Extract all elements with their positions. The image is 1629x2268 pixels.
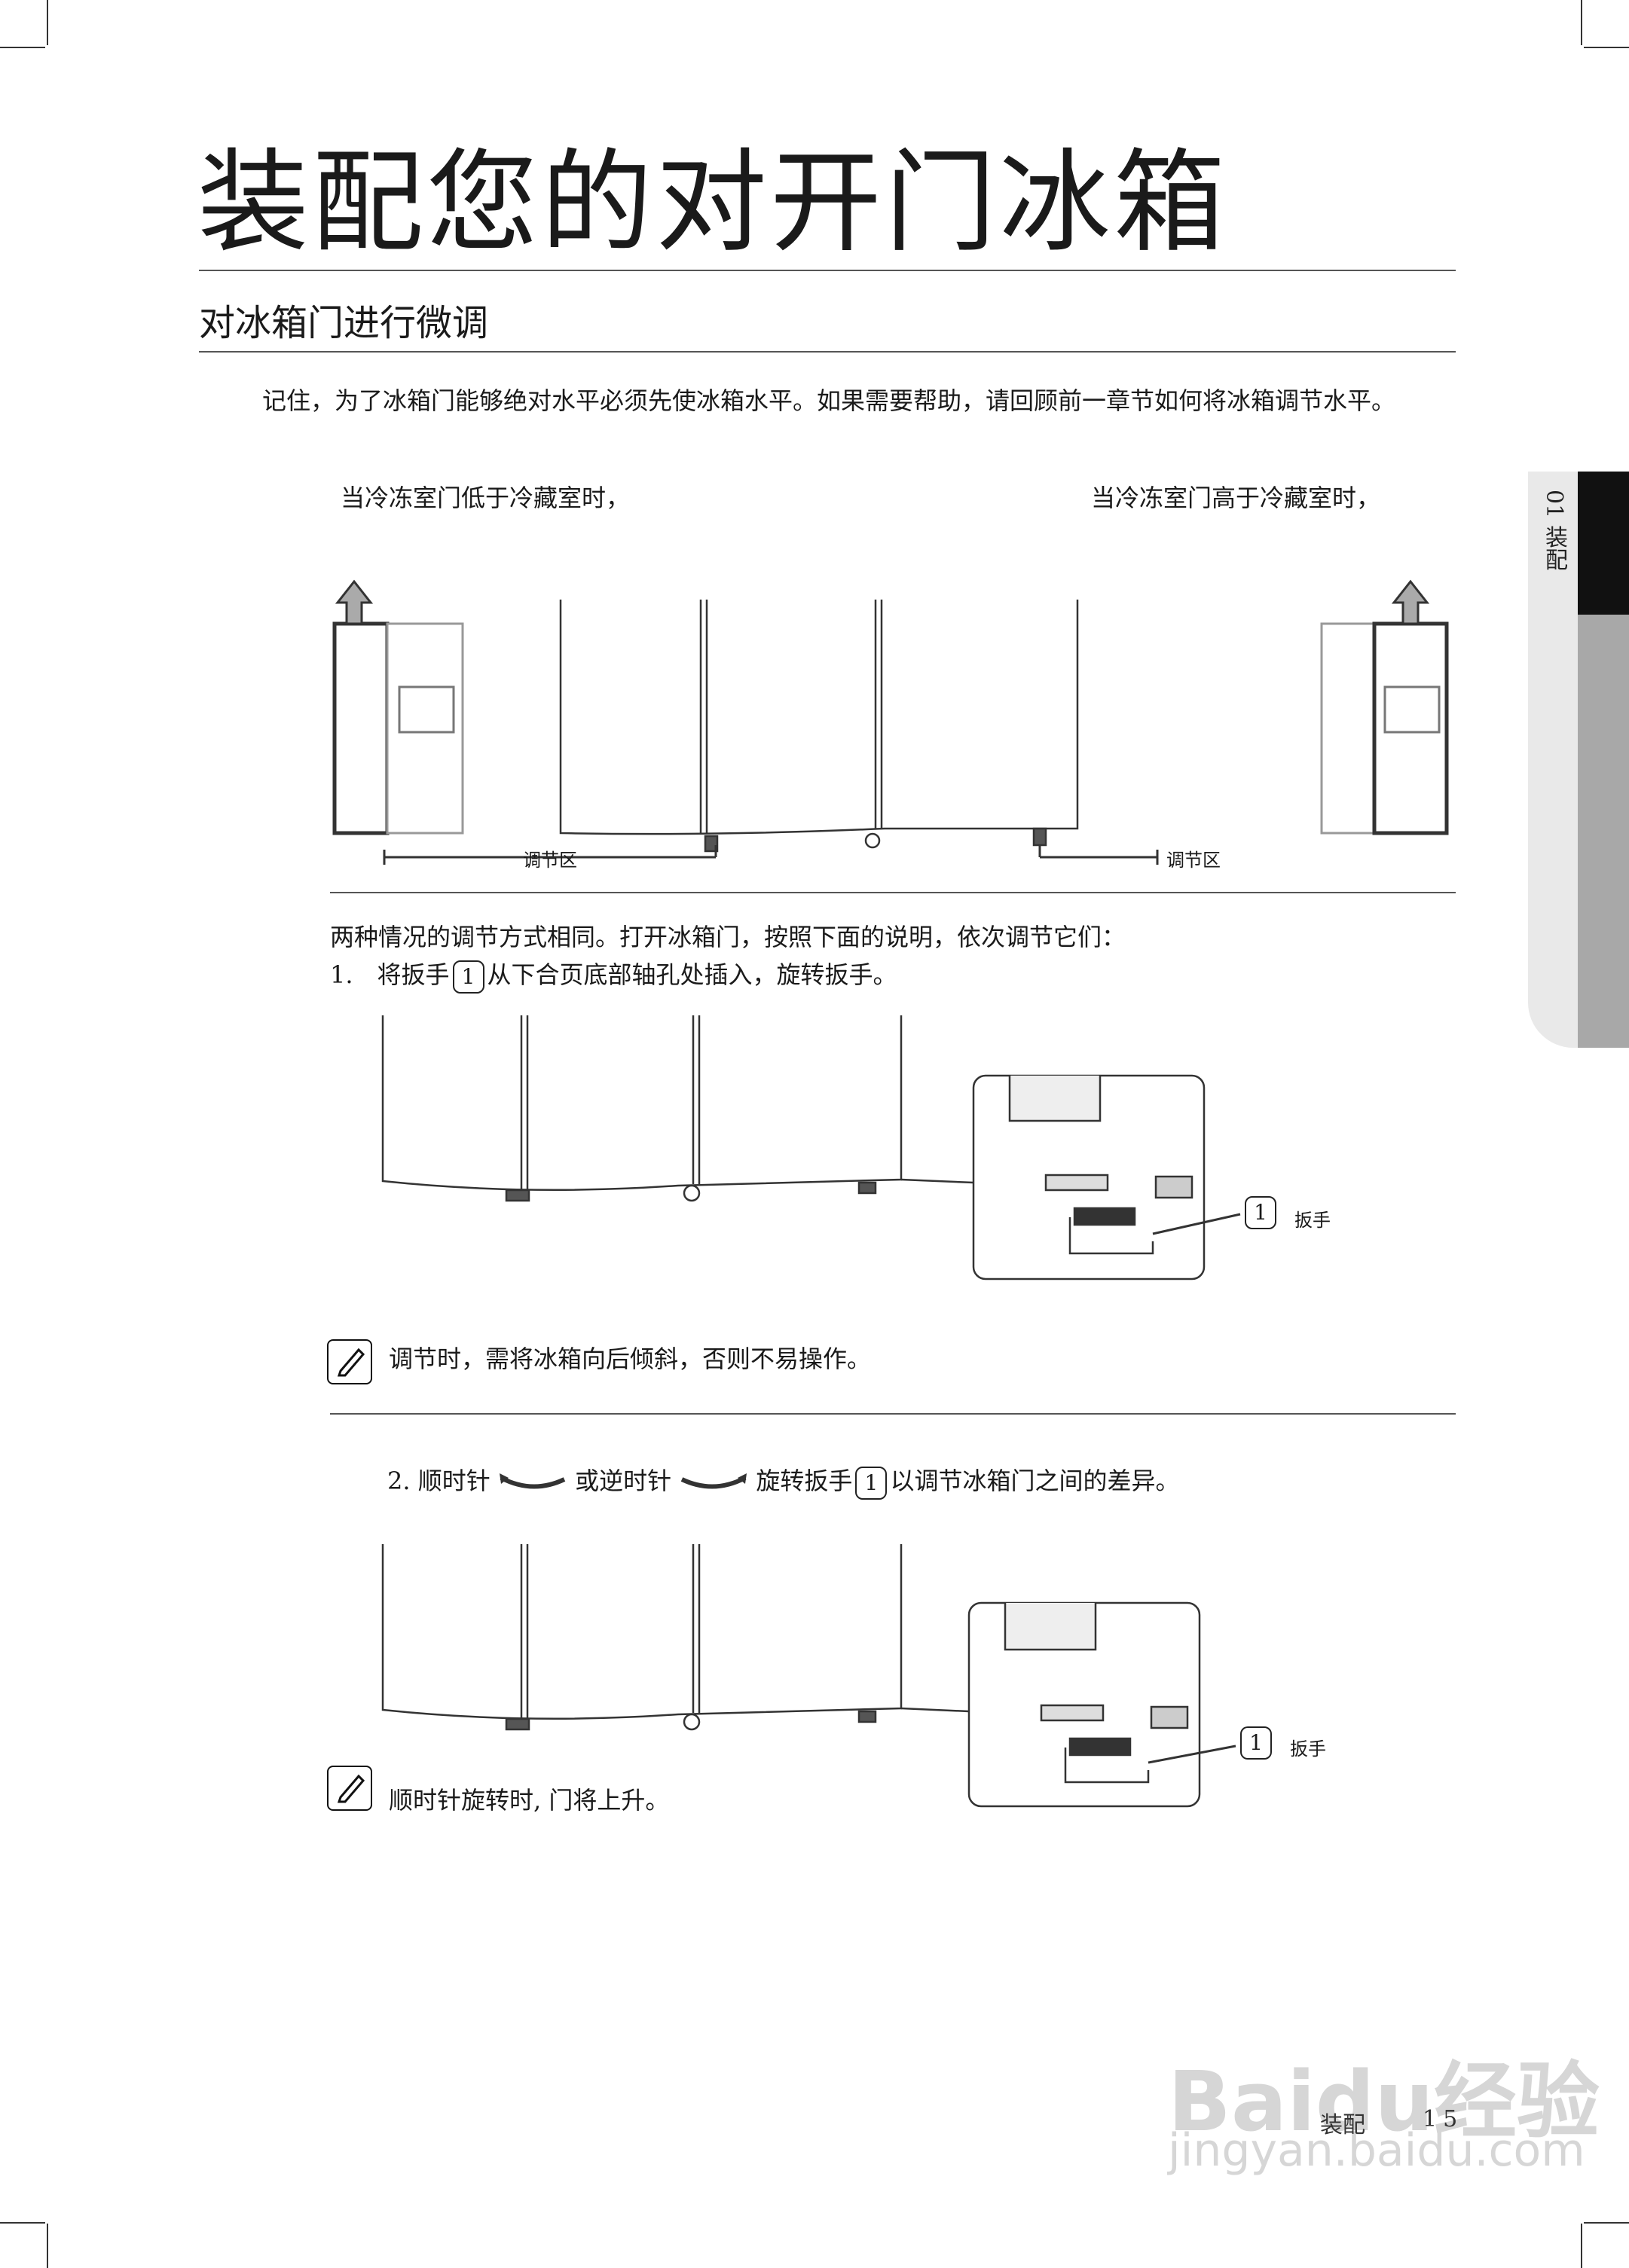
page-title: 装配您的对开门冰箱 <box>197 138 1228 267</box>
zoom-detail-box <box>900 1601 1201 1808</box>
note-icon <box>327 1766 372 1811</box>
zone-label-right: 调节区 <box>1166 850 1221 871</box>
crop-mark <box>1584 2222 1629 2224</box>
wrench-number-badge: 1 <box>855 1466 888 1500</box>
zone-indicator-left <box>383 845 717 865</box>
side-tab-grey-bar <box>1578 615 1629 1048</box>
wrench-callout-label: 扳手 <box>1294 1210 1331 1231</box>
crop-mark <box>1584 47 1629 48</box>
small-fridge-left <box>332 579 464 835</box>
step-1-suffix: 从下合页底部轴孔处插入，旋转扳手。 <box>487 960 897 989</box>
wrench-callout-badge: 1 <box>1240 1726 1272 1760</box>
note-1-text: 调节时，需将冰箱向后倾斜，否则不易操作。 <box>389 1345 872 1373</box>
side-tab-background <box>1528 472 1578 1048</box>
section-title: 对冰箱门进行微调 <box>199 302 489 344</box>
section-divider <box>199 351 1456 353</box>
small-fridge-right <box>1320 579 1449 835</box>
zone-indicator-right <box>1038 845 1159 865</box>
crop-mark <box>47 2224 48 2268</box>
step-2-suffix: 以调节冰箱门之间的差异。 <box>890 1467 1180 1495</box>
step-2-middle2: 旋转扳手 <box>756 1467 853 1495</box>
fridge-body <box>559 600 1079 853</box>
step-1-prefix: 1. 将扳手 <box>330 960 450 989</box>
fridge-door-level-diagram <box>332 579 1159 865</box>
crop-mark <box>1581 2224 1582 2268</box>
footer-page-number: 15 <box>1423 2106 1464 2132</box>
side-tab-label: 01 装配 <box>1541 490 1567 571</box>
crop-mark <box>0 47 45 48</box>
note-2-text: 顺时针旋转时, 门将上升。 <box>389 1786 670 1815</box>
note-icon <box>327 1339 372 1384</box>
wrench-insert-diagram <box>381 1015 1241 1281</box>
wrench-number-badge: 1 <box>452 960 484 994</box>
wrench-callout-label: 扳手 <box>1290 1738 1326 1760</box>
zone-label-left: 调节区 <box>523 850 577 871</box>
crop-mark <box>0 2222 45 2224</box>
side-tab-active-marker <box>1578 472 1629 615</box>
step-2-middle: 或逆时针 <box>575 1467 672 1495</box>
case-right-caption: 当冷冻室门高于冷藏室时， <box>1091 484 1381 512</box>
case-left-caption: 当冷冻室门低于冷藏室时， <box>341 484 631 512</box>
step-2-prefix: 2. 顺时针 <box>387 1467 491 1495</box>
diagram-divider <box>330 892 1456 893</box>
wrench-callout-badge: 1 <box>1245 1196 1276 1229</box>
watermark-url: jingyan.baidu.com <box>1168 2124 1585 2177</box>
watermark-brand: Baidu经验 <box>1168 2053 1600 2150</box>
note-divider <box>330 1413 1456 1415</box>
wrench-rotate-diagram <box>381 1544 1236 1808</box>
zoom-detail-box <box>900 1074 1206 1281</box>
crop-mark <box>1581 0 1582 45</box>
crop-mark <box>47 0 48 45</box>
intro-paragraph: 记住，为了冰箱门能够绝对水平必须先使冰箱水平。如果需要帮助，请回顾前一章节如何将… <box>262 386 1396 415</box>
counterclockwise-arrow-icon <box>680 1473 747 1488</box>
title-divider <box>199 270 1456 271</box>
clockwise-arrow-icon <box>499 1473 566 1488</box>
method-paragraph: 两种情况的调节方式相同。打开冰箱门，按照下面的说明，依次调节它们： <box>330 923 1126 951</box>
footer-section: 装配 <box>1320 2112 1365 2138</box>
